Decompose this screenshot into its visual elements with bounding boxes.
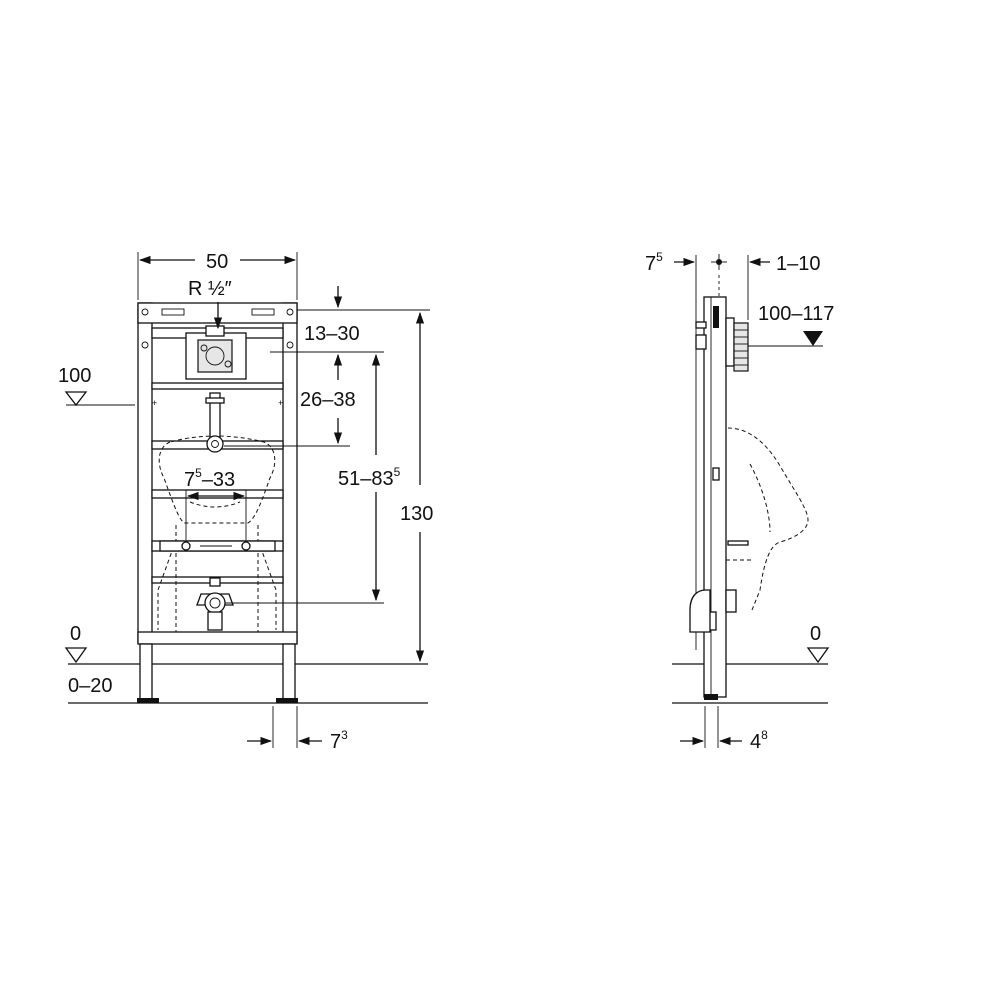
dim-26-38: 26–38 [224,353,356,447]
side-view: 75 1–10 100–117 0 [645,250,834,753]
urinal-outline-dashed [158,435,276,524]
svg-text:13–30: 13–30 [304,323,360,345]
outlet-connector [206,435,224,453]
urinal-side-dashed [727,427,809,611]
svg-text:R ½″: R ½″ [188,278,232,300]
dim-total-height: 130 [400,311,433,663]
level-marker-100: 100 [58,365,135,407]
flush-valve-box [185,325,247,380]
dim-side-100-117: 100–117 [748,303,834,347]
svg-text:100–117: 100–117 [758,303,834,325]
svg-text:50: 50 [206,251,228,273]
svg-text:48: 48 [750,728,768,753]
dim-side-1-10: 1–10 [747,253,821,320]
dim-51-83-5: 51–835 [225,353,401,604]
floor-range-label: 0–20 [68,675,113,697]
dim-foot-offset: 73 [247,706,348,753]
svg-text:26–38: 26–38 [300,389,356,411]
svg-text:75: 75 [645,250,663,275]
width-dimension: 50 [137,251,298,300]
connection-label: R ½″ [188,278,232,330]
svg-text:0: 0 [70,623,81,645]
svg-text:+: + [278,398,283,408]
dim-side-7-5: 75 [645,250,697,320]
svg-text:73: 73 [330,728,348,753]
svg-text:+: + [152,398,157,408]
dim-13-30: 13–30 [270,286,430,353]
svg-text:130: 130 [400,503,433,525]
svg-text:75–33: 75–33 [184,466,235,491]
svg-text:1–10: 1–10 [776,253,821,275]
centre-marker [711,254,727,297]
svg-text:100: 100 [58,365,91,387]
svg-text:0: 0 [810,623,821,645]
drain-connection [196,577,234,631]
dim-7-5-33: 75–33 [184,466,247,540]
side-supply-fitting [725,317,749,372]
left-foot [139,643,153,701]
level-marker-0: 0 [64,623,88,664]
side-level-marker-0: 0 [806,623,830,664]
dim-side-4-8: 48 [680,706,768,753]
side-frame [695,296,727,700]
right-foot [282,643,296,701]
front-view: 100 + + 0 0–20 50 R ½″ [58,251,433,753]
svg-text:51–835: 51–835 [338,465,401,490]
